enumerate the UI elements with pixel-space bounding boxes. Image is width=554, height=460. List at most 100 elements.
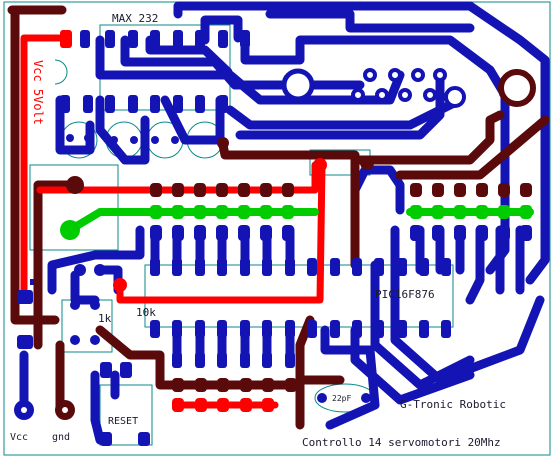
vreg-outline [54, 59, 68, 85]
pad [262, 258, 272, 276]
pad [307, 320, 317, 338]
trace-servo-loop-b [370, 260, 475, 390]
regulator-outline [29, 164, 119, 251]
pad [217, 258, 227, 276]
max232-top-pads [80, 30, 250, 48]
trace-max-pin-bridge [200, 15, 243, 45]
pad [217, 352, 227, 368]
pad [172, 183, 184, 197]
pad [410, 225, 422, 241]
pad [60, 95, 70, 113]
pad [260, 205, 272, 219]
pad [476, 205, 488, 219]
pad [423, 88, 437, 102]
pad [432, 183, 444, 197]
pad [172, 258, 182, 276]
pad [195, 30, 205, 48]
pad [218, 30, 228, 48]
pad [285, 320, 295, 338]
pad [441, 320, 451, 338]
gnd-input-label: gnd [52, 432, 70, 443]
pad-22pf-b [361, 393, 371, 403]
pad [210, 136, 218, 144]
pad [195, 320, 205, 338]
pad-vcc-left [17, 290, 33, 304]
pad [262, 320, 272, 338]
pad [419, 320, 429, 338]
resistor-10k-label: 10k [136, 306, 156, 319]
pad [498, 183, 510, 197]
pad [398, 88, 412, 102]
trace-left-a [47, 225, 145, 295]
pad-crystal-a [70, 300, 80, 310]
pad [238, 183, 250, 197]
pad [282, 225, 294, 241]
pad [150, 320, 160, 338]
pad [173, 95, 183, 113]
trace-gnd-servo-left [66, 208, 319, 234]
pad-10k-resistor [113, 278, 127, 292]
pad [105, 30, 115, 48]
pad [80, 30, 90, 48]
pad [150, 183, 162, 197]
pad [172, 205, 184, 219]
pad [194, 183, 206, 197]
pic-bottom-pads [150, 320, 451, 338]
pad [260, 183, 272, 197]
pad [217, 320, 227, 338]
capacitor-pads [66, 134, 218, 144]
pad [454, 225, 466, 241]
pad [150, 30, 160, 48]
pad [216, 225, 228, 241]
pad [172, 398, 184, 412]
trace-cap-b [95, 95, 150, 165]
trace-reset-a [90, 370, 105, 445]
trace-header-link [350, 165, 405, 215]
pad [374, 320, 384, 338]
pad [240, 398, 252, 412]
pad [260, 225, 272, 241]
pic-lower-extra-pads [172, 352, 295, 368]
pad [476, 225, 488, 241]
pad [520, 225, 532, 241]
pad-regulator-out [60, 220, 80, 240]
pad [151, 136, 159, 144]
pad [388, 68, 402, 82]
resistor-1k-label: 1k [98, 312, 112, 325]
pad [194, 205, 206, 219]
pad-header-vcc [313, 158, 327, 172]
pad [432, 205, 444, 219]
pad [66, 134, 74, 142]
trace-osc-to-cap [320, 325, 380, 430]
pad [375, 88, 389, 102]
reset-button-label: RESET [108, 416, 138, 427]
pad [498, 225, 510, 241]
pad [285, 378, 297, 392]
pad [238, 205, 250, 219]
pad-gnd-input-hole [62, 407, 68, 413]
db9-mount-hole-left-center [293, 80, 303, 90]
pad-reset-a [100, 362, 112, 378]
pad [172, 352, 182, 368]
pad-vcc-input-hole [21, 407, 27, 413]
pad-crystal-c [70, 335, 80, 345]
brand-label: G-Tronic Robotic [400, 398, 506, 411]
pad-crystal-d [90, 335, 100, 345]
trace-db9-top [265, 9, 475, 33]
pad [330, 320, 340, 338]
pad [262, 378, 274, 392]
pad [150, 258, 160, 276]
trace-gnd-right [355, 110, 505, 165]
pad [374, 258, 384, 276]
trace-gnd-inner [33, 180, 80, 350]
pad-reset-b [120, 362, 132, 378]
pad [150, 205, 162, 219]
pad [110, 136, 118, 144]
pad-left-b [94, 264, 106, 276]
pad [330, 258, 340, 276]
pad-regulator-gnd [66, 176, 84, 194]
pad [352, 258, 362, 276]
trace-vcc-pic [116, 161, 326, 304]
pad [520, 183, 532, 197]
capacitor-22pf-label: 22pF [332, 394, 351, 403]
